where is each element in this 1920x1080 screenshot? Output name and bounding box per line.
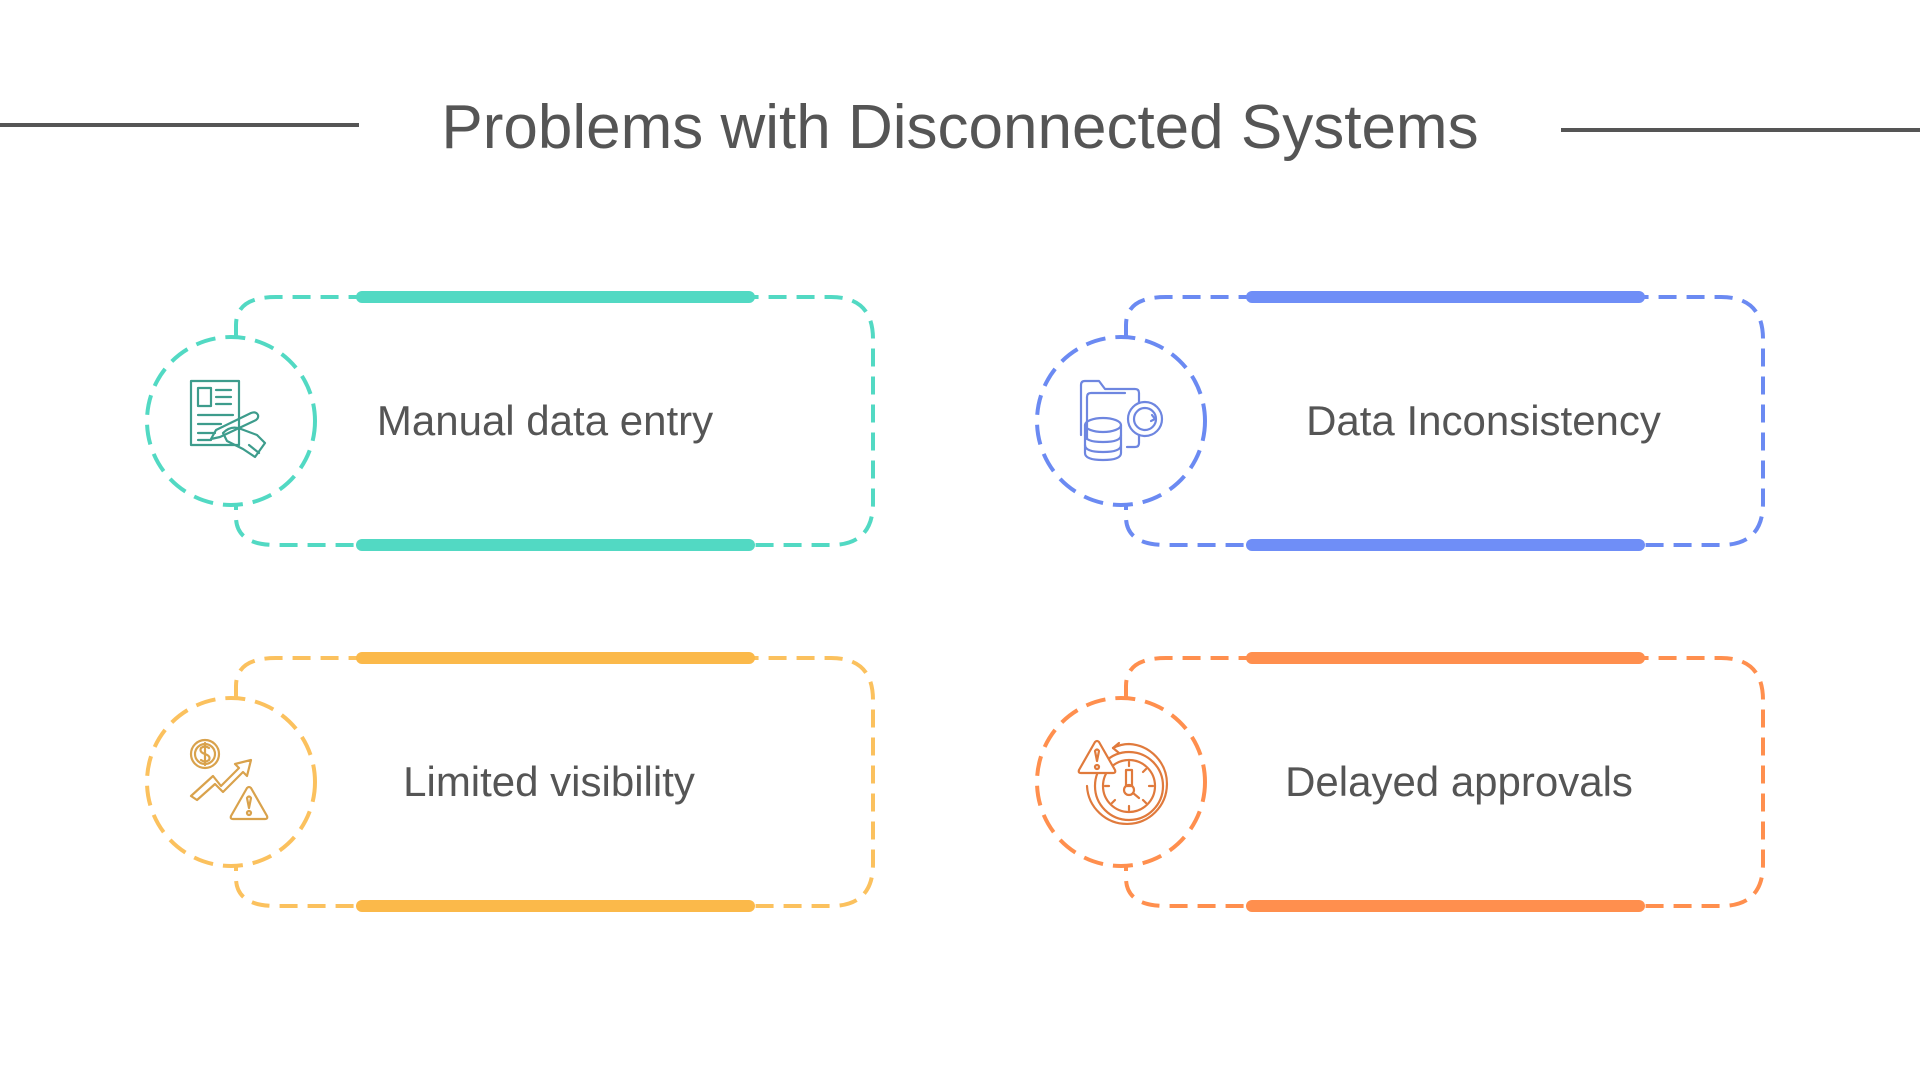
card-label-data-inconsistency: Data Inconsistency [1306,397,1661,444]
card-manual-data-entry-frame [145,291,875,551]
page-title: Problems with Disconnected Systems [441,93,1479,162]
card-label-manual-data-entry: Manual data entry [376,397,714,444]
title-rule-left [0,123,359,127]
folder-database-sync-icon [1073,373,1169,469]
card-limited-visibility-frame [145,652,875,912]
card-label-limited-visibility: Limited visibility [403,758,695,805]
card-delayed-approvals-frame [1035,652,1765,912]
document-hand-writing-icon [183,373,279,469]
card-data-inconsistency-frame [1035,291,1765,551]
title-rule-right [1561,128,1920,132]
card-label-delayed-approvals: Delayed approvals [1285,758,1633,805]
clock-warning-icon [1073,734,1169,830]
dollar-trend-warning-icon [183,734,279,830]
